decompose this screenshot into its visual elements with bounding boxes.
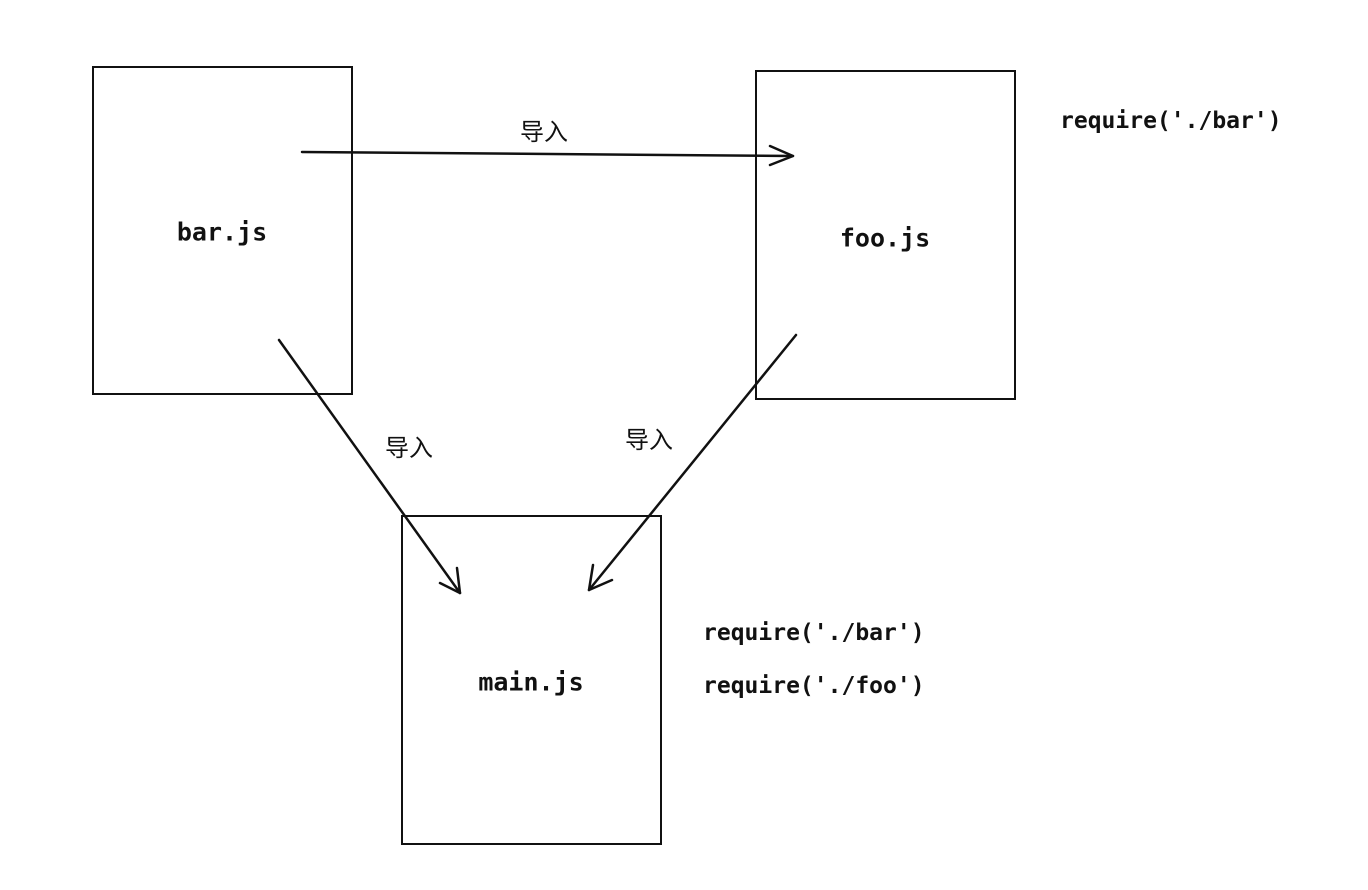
edge-label-bar-to-foo: 导入 xyxy=(520,118,568,146)
edge-label-bar-to-main: 导入 xyxy=(385,434,433,462)
foo-js-label: foo.js xyxy=(839,223,931,253)
bar-js-box xyxy=(92,66,353,395)
arrow-bar-to-foo xyxy=(300,144,795,167)
main-js-box xyxy=(401,515,662,845)
foo-js-box xyxy=(755,70,1016,400)
main-require-foo: require('./foo') xyxy=(703,673,925,699)
main-require-bar: require('./bar') xyxy=(703,620,925,646)
arrow-bar-to-main xyxy=(277,338,462,595)
edge-label-foo-to-main: 导入 xyxy=(625,426,673,454)
arrow-foo-to-main xyxy=(587,333,798,592)
main-js-label: main.js xyxy=(478,667,584,697)
foo-require-bar: require('./bar') xyxy=(1060,108,1282,134)
bar-js-label: bar.js xyxy=(176,217,268,247)
